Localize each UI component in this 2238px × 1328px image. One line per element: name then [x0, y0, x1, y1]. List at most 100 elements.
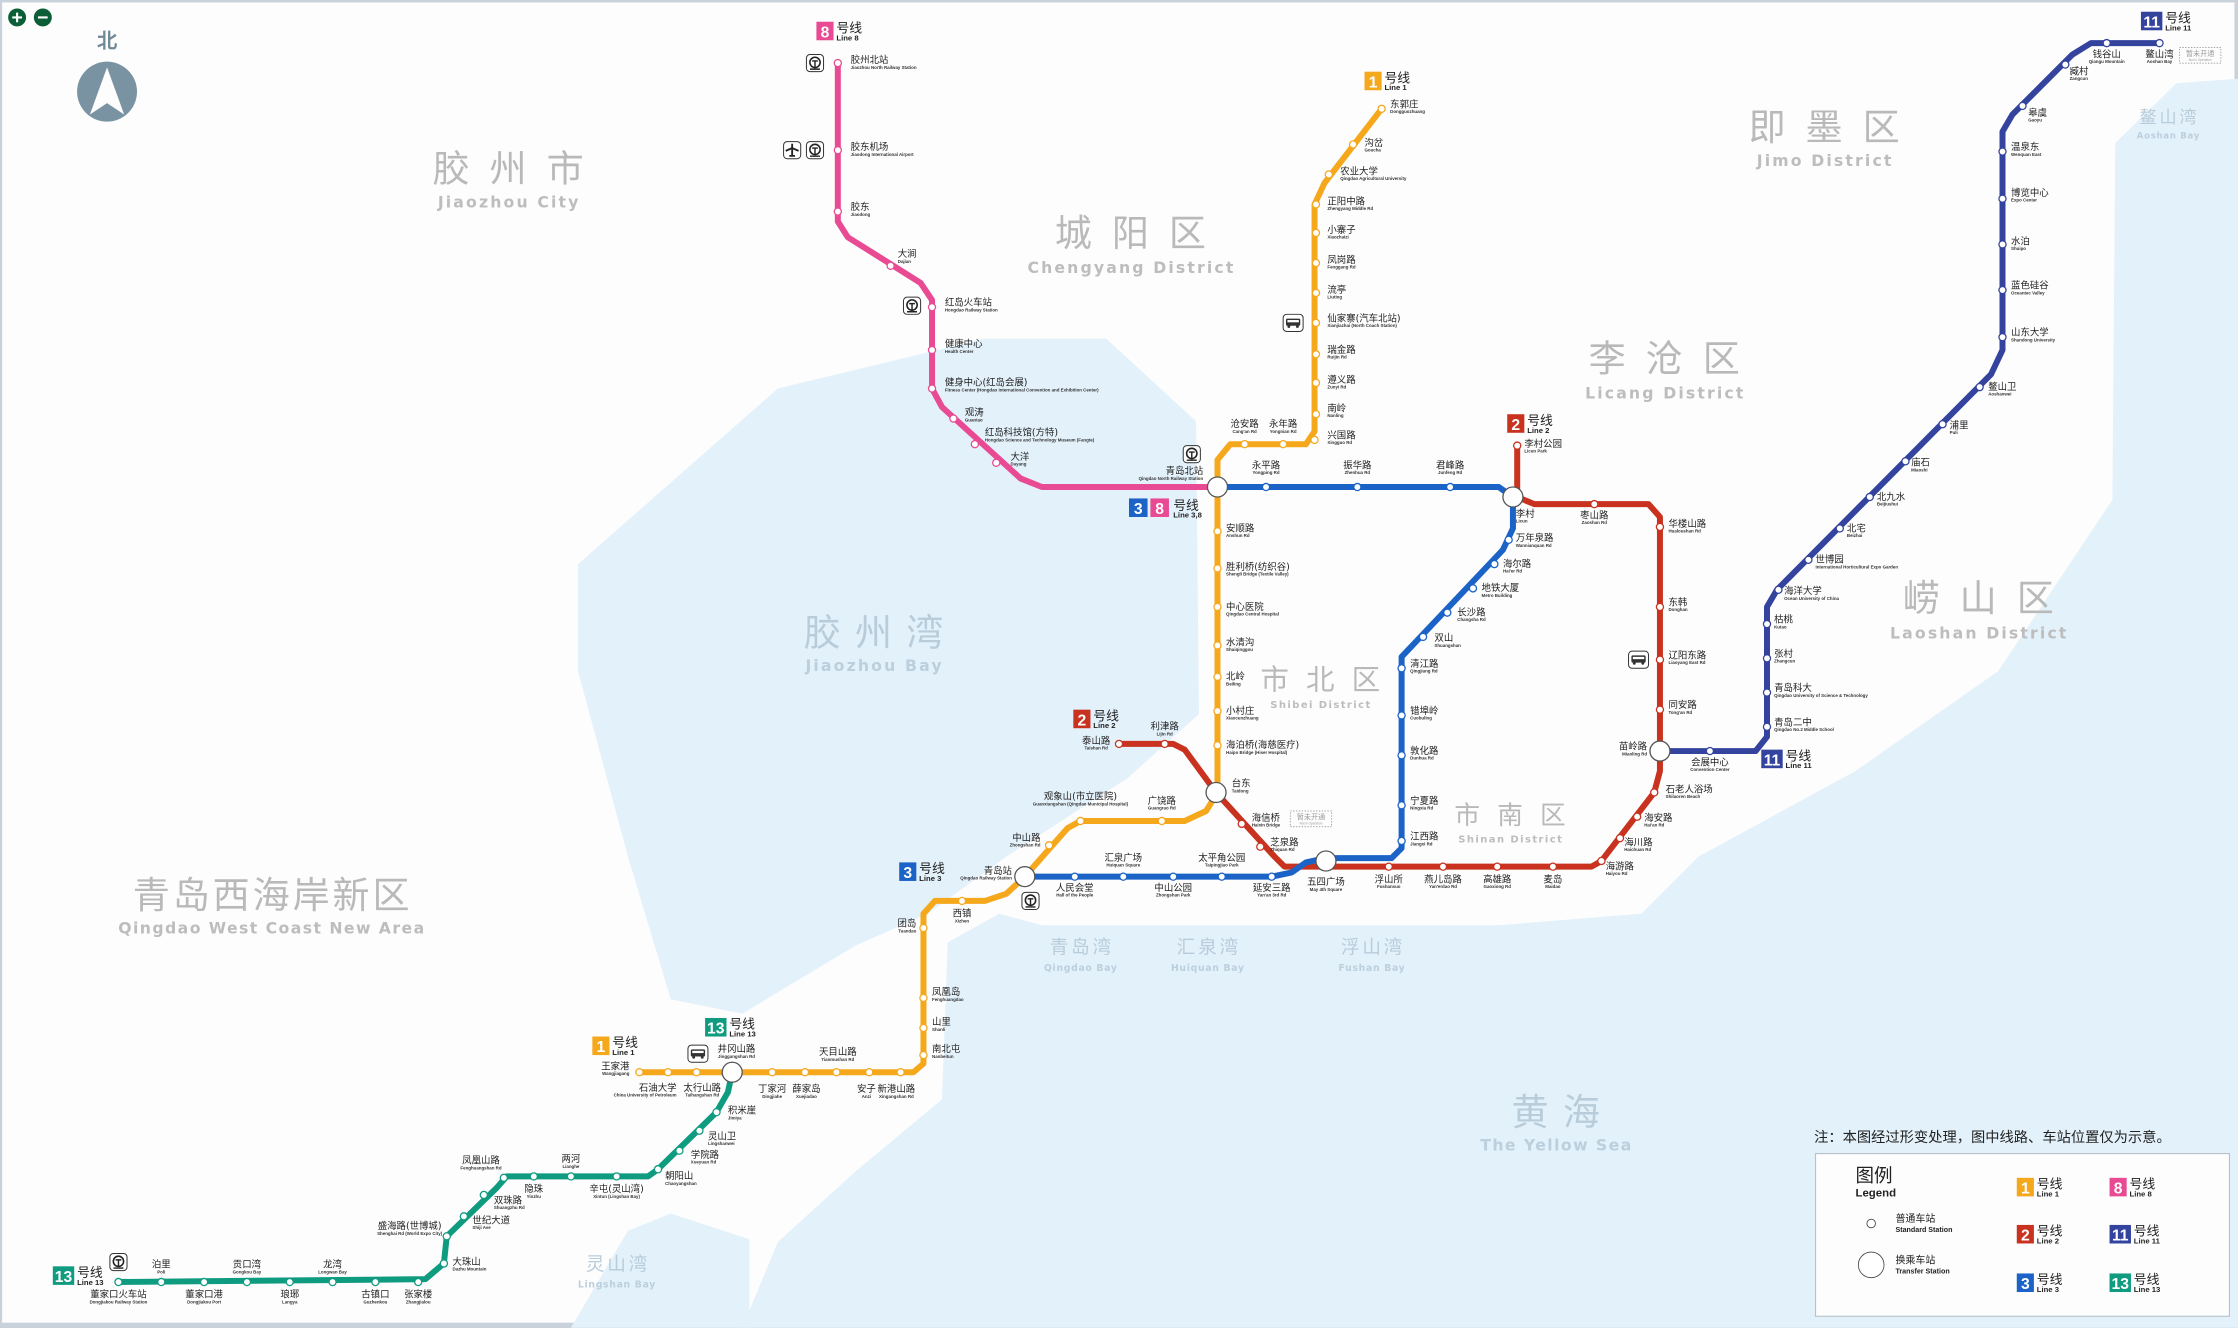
station-dot[interactable] — [695, 1126, 704, 1135]
station-dot[interactable] — [1267, 872, 1276, 881]
station-dot[interactable] — [1311, 350, 1321, 359]
station-dot[interactable] — [529, 1172, 539, 1181]
station-dot[interactable] — [1237, 819, 1246, 829]
station-dot[interactable] — [833, 58, 843, 68]
zoom-in-button[interactable] — [8, 8, 27, 27]
station-dot[interactable] — [1311, 200, 1321, 209]
station-dot[interactable] — [1044, 841, 1054, 850]
station-dot[interactable] — [712, 1107, 721, 1117]
station-dot[interactable] — [1655, 522, 1665, 532]
station-dot[interactable] — [199, 1277, 209, 1287]
station-dot[interactable] — [1504, 535, 1513, 545]
station-dot[interactable] — [1597, 856, 1606, 866]
station-dot[interactable] — [459, 1212, 469, 1221]
station-dot[interactable] — [2102, 38, 2111, 48]
transfer-station[interactable] — [1649, 740, 1671, 762]
station-dot[interactable] — [833, 145, 843, 155]
station-dot[interactable] — [1213, 741, 1222, 750]
station-dot[interactable] — [1348, 140, 1358, 149]
station-dot[interactable] — [1493, 862, 1502, 871]
station-dot[interactable] — [927, 302, 937, 312]
station-dot[interactable] — [1114, 739, 1124, 749]
station-dot[interactable] — [1397, 751, 1406, 760]
station-dot[interactable] — [1377, 104, 1386, 113]
station-dot[interactable] — [1213, 602, 1222, 612]
transfer-station[interactable] — [1205, 781, 1227, 804]
station-dot[interactable] — [1650, 788, 1659, 797]
station-dot[interactable] — [2061, 60, 2070, 69]
station-dot[interactable] — [1213, 706, 1222, 716]
station-dot[interactable] — [1865, 492, 1874, 502]
station-dot[interactable] — [957, 896, 967, 906]
station-dot[interactable] — [1261, 482, 1271, 492]
station-dot[interactable] — [1311, 410, 1321, 419]
line-11-track[interactable] — [1656, 40, 2163, 755]
station-label[interactable]: 健身中心(红岛会展)Fitness Center (Hongdao Intern… — [945, 377, 1099, 393]
station-dot[interactable] — [328, 1277, 337, 1287]
station-dot[interactable] — [157, 1277, 166, 1287]
transfer-station[interactable] — [721, 1061, 743, 1083]
station-dot[interactable] — [1311, 318, 1321, 328]
station-dot[interactable] — [479, 1190, 489, 1200]
station-dot[interactable] — [1490, 559, 1499, 569]
station-dot[interactable] — [442, 1232, 451, 1241]
station-dot[interactable] — [886, 261, 895, 270]
station-dot[interactable] — [1548, 862, 1558, 871]
station-dot[interactable] — [970, 439, 980, 449]
station-dot[interactable] — [1256, 842, 1265, 851]
station-dot[interactable] — [833, 207, 843, 216]
station-dot[interactable] — [1311, 258, 1321, 268]
line-1-track[interactable] — [636, 105, 1385, 1076]
